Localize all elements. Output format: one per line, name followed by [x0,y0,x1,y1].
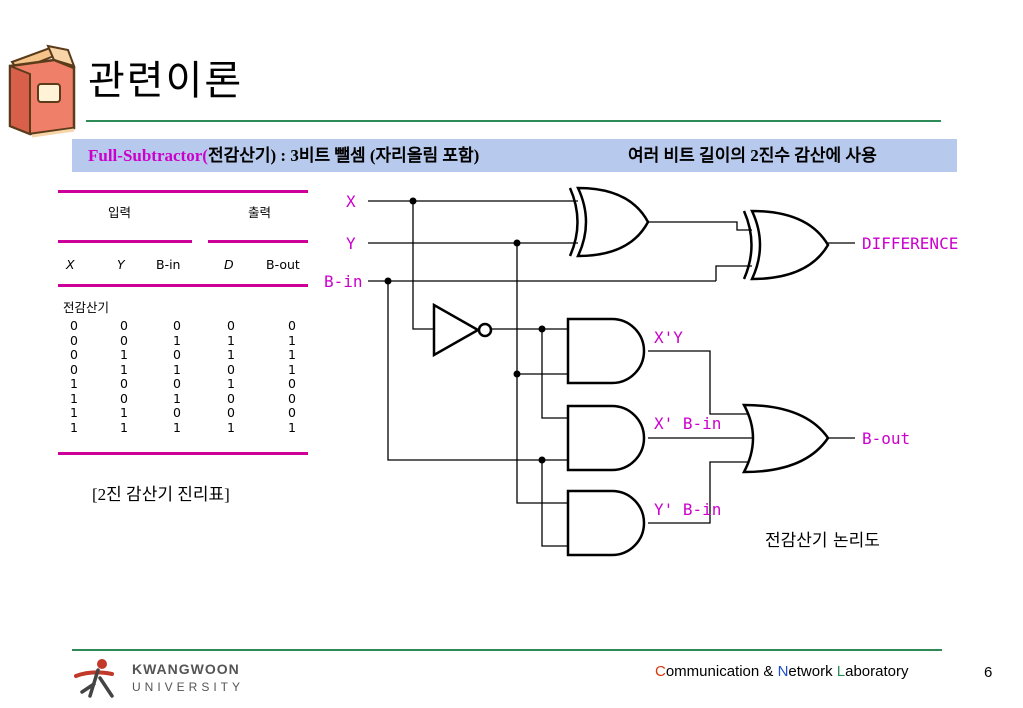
table-cell: 1 [70,390,78,406]
table-cell: 1 [173,361,181,377]
wire-label-xy: X'Y [654,328,683,347]
table-cell: 0 [120,318,128,333]
lab-initial-c: C [655,663,666,680]
wire-label-y-bin: Y' B-in [654,500,721,519]
topic-banner: Full-Subtractor(전감산기) : 3비트 뺄셈 (자리올림 포함)… [72,139,957,172]
lab-word-1: ommunication & [665,663,778,680]
university-subtitle: UNIVERSITY [132,680,245,694]
table-cell: 0 [288,318,296,333]
table-cell: 0 [70,332,78,348]
header-b-in: B-in [156,257,181,272]
table-cell: 0 [227,361,235,377]
table-rule-top [58,190,308,193]
table-cell: 0 [288,405,296,420]
table-cell: 1 [120,347,128,362]
output-label-difference: DIFFERENCE [862,234,958,253]
table-cell: 1 [120,419,128,435]
input-label-x: X [346,192,356,211]
table-cell: 0 [120,332,128,348]
table-cell: 1 [173,419,181,435]
junction-dots [384,197,546,464]
table-cell: 1 [227,332,235,348]
not-gate [432,302,493,358]
table-rule-input [58,240,192,243]
book-icon [8,44,76,138]
footer-divider [72,649,942,651]
and-gate-2 [566,404,646,472]
lab-word-3: aboratory [845,663,909,680]
table-rule-header [58,284,308,287]
table-cell: 0 [70,347,78,362]
diagram-caption: 전감산기 논리도 [765,531,880,551]
table-cell: 1 [70,405,78,420]
table-cell: 1 [227,347,235,362]
banner-term: Full-Subtractor( [88,146,208,165]
table-cell: 1 [120,361,128,377]
table-cell: 1 [227,419,235,435]
header-y: Y [117,257,125,272]
table-cell: 1 [173,332,181,348]
table-cell: 0 [227,390,235,406]
table-cell: 0 [288,376,296,391]
table-cell: 1 [227,376,235,391]
lab-initial-l: L [836,663,846,680]
table-cell: 1 [120,405,128,420]
section-label: 전감산기 [63,300,110,315]
table-cell: 0 [70,318,78,333]
table-cell: 0 [227,405,235,420]
header-x: X [66,257,75,272]
page-number: 6 [984,664,993,681]
table-cell: 0 [173,405,181,420]
group-output-label: 출력 [248,205,272,220]
university-name: KWANGWOON [132,661,240,677]
table-cell: 0 [227,318,235,333]
header-b-out: B-out [266,257,300,272]
table-cell: 0 [70,361,78,377]
table-cell: 1 [288,332,296,348]
table-cell: 0 [173,318,181,333]
and-gate-3 [566,489,646,557]
table-cell: 1 [70,419,78,435]
banner-note: 여러 비트 길이의 2진수 감산에 사용 [628,146,877,165]
table-rule-bottom [58,452,308,455]
or-gate [741,403,830,474]
and-gates [566,317,646,557]
input-label-y: Y [346,234,356,253]
wire-label-x-bin: X' B-in [654,414,721,433]
table-cell: 0 [173,347,181,362]
xor-gate-1 [568,186,650,258]
table-cell: 0 [173,376,181,391]
table-cell: 0 [120,376,128,391]
table-cell: 1 [288,347,296,362]
lab-name: Communication & Network Laboratory [655,663,908,680]
group-input-label: 입력 [108,205,132,220]
table-cell: 0 [288,390,296,406]
table-rule-output [208,240,308,243]
input-label-b-in: B-in [324,272,363,291]
header-d: D [224,257,234,272]
lab-word-2: etwork [788,663,837,680]
and-gate-1 [566,317,646,385]
table-cell: 0 [120,390,128,406]
title-divider [86,120,941,122]
table-cell: 1 [288,361,296,377]
xor-gate-2 [742,209,830,281]
table-caption: [2진 감산기 진리표] [92,485,230,504]
page-title: 관련이론 [88,58,244,104]
table-cell: 1 [70,376,78,391]
table-cell: 1 [288,419,296,435]
output-label-b-out: B-out [862,429,910,448]
table-cell: 1 [173,390,181,406]
university-logo-icon [74,659,114,698]
banner-main: 전감산기) : 3비트 뺄셈 (자리올림 포함) [207,146,480,165]
wires [368,200,855,547]
lab-initial-n: N [777,663,789,680]
